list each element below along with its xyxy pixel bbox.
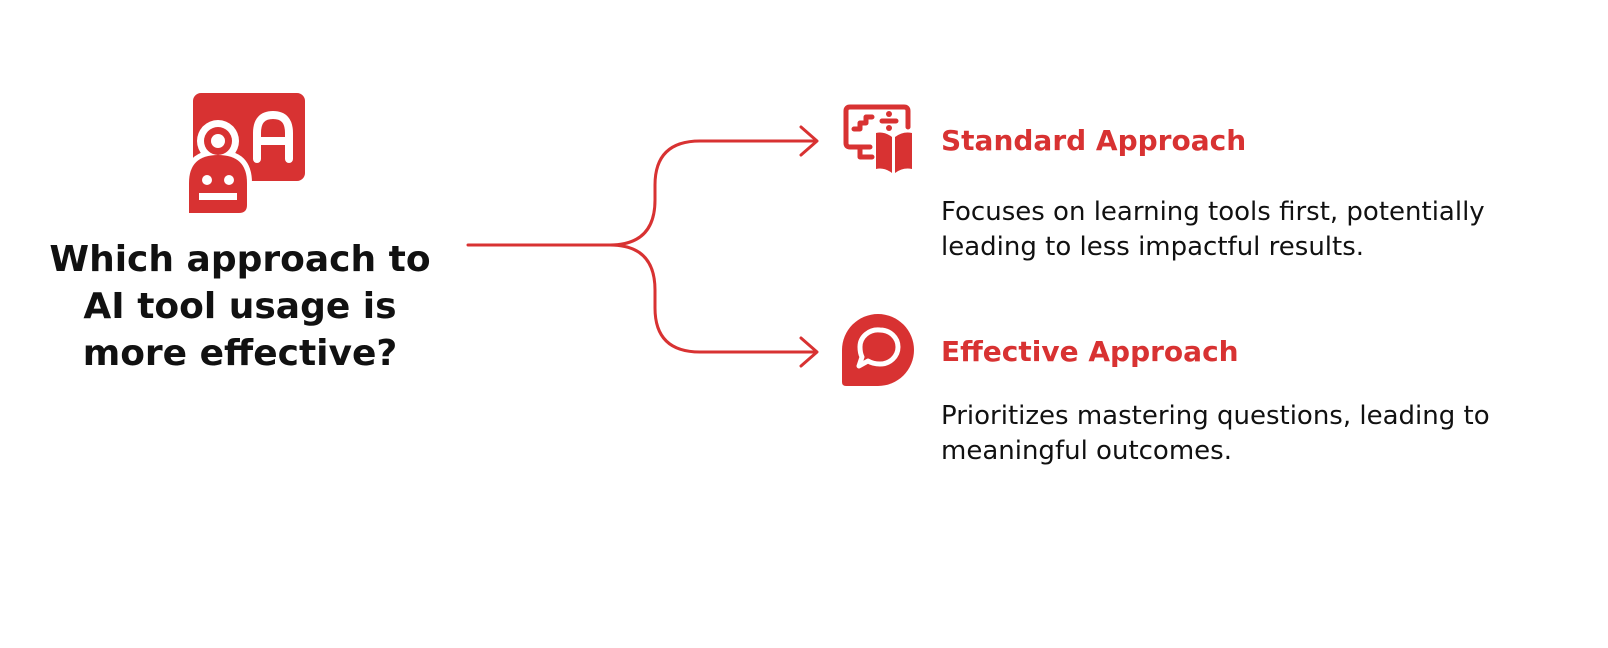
effective-approach-description: Prioritizes mastering questions, leading… <box>941 401 1490 466</box>
arrow-head-effective <box>799 336 819 368</box>
arrow-head-standard <box>799 125 819 157</box>
learning-tools-icon <box>843 104 912 173</box>
ai-assistant-icon <box>187 93 305 213</box>
central-question: Which approach to AI tool usage is more … <box>49 239 431 374</box>
standard-approach-description: Focuses on learning tools first, potenti… <box>941 197 1485 262</box>
chat-question-icon <box>842 314 914 386</box>
stem-line <box>466 139 817 247</box>
lower-branch-line <box>608 243 817 354</box>
standard-approach-title: Standard Approach <box>941 124 1247 157</box>
effective-approach-title: Effective Approach <box>941 335 1239 368</box>
